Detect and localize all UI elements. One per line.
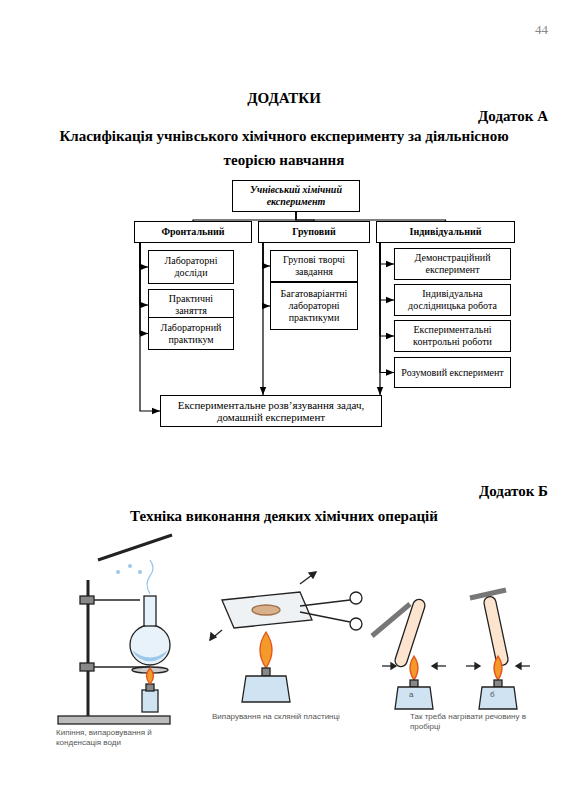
- category-box: Фронтальний: [134, 221, 252, 243]
- evaporation-setup: [210, 572, 362, 702]
- connector: [380, 243, 394, 264]
- item-box: Експериментальні контрольні роботи: [394, 320, 511, 352]
- node-text: Фронтальний: [139, 226, 247, 238]
- node-text: Демонстраційний експеримент: [399, 252, 506, 276]
- heading: ДОДАТКИ: [134, 90, 434, 107]
- node-text: Розумовий експеримент: [399, 367, 506, 379]
- connector: [193, 212, 296, 221]
- figure-caption: Кипіння, випаровування й конденсація вод…: [56, 728, 180, 748]
- item-box: Демонстраційний експеримент: [394, 248, 511, 280]
- page-number: 44: [500, 22, 548, 37]
- root-box: Учнівський хімічний експеримент: [232, 180, 360, 212]
- item-box: Розумовий експеримент: [394, 357, 511, 388]
- connector: [140, 243, 148, 267]
- node-text: Експериментальні контрольні роботи: [399, 324, 506, 348]
- connector: [263, 243, 270, 306]
- heading: Додаток Б: [380, 483, 548, 500]
- connector: [140, 243, 148, 305]
- node-text: Експериментальне розв’язування задач, до…: [165, 399, 377, 423]
- item-box: Експериментальне розв’язування задач, до…: [160, 395, 382, 427]
- connector: [296, 212, 446, 221]
- item-box: Лабораторні досліди: [148, 250, 234, 284]
- node-text: Груповий: [263, 226, 365, 238]
- figure-caption: Випарування на скляній пластинці: [212, 712, 342, 722]
- node-text: Лабораторний практикум: [153, 322, 229, 346]
- node-text: Практичні заняття: [153, 293, 229, 317]
- item-box: Індивідуальна дослідницька робота: [394, 284, 511, 316]
- figure-caption: Так треба нагрівати речовину в пробірці: [410, 712, 550, 732]
- item-box: Лабораторний практикум: [148, 317, 234, 350]
- boiling-setup: [58, 535, 172, 724]
- node-text: Групові творчі завдання: [275, 254, 353, 278]
- category-box: Індивідуальний: [376, 221, 515, 243]
- node-text: Лабораторні досліди: [153, 255, 229, 279]
- node-text: Багатоваріантні лабораторні практикуми: [275, 288, 353, 324]
- connector: [380, 243, 394, 373]
- heading: Техніка виконання деяких хімічних операц…: [60, 508, 508, 525]
- figure-letter: а: [409, 690, 419, 700]
- connector: [140, 243, 148, 334]
- test-tube-heating: [372, 590, 530, 709]
- category-box: Груповий: [258, 221, 370, 243]
- node-text: Індивідуальна дослідницька робота: [399, 288, 506, 312]
- diagram-title: Класифікація учнівського хімічного експе…: [44, 124, 524, 172]
- connector: [262, 243, 263, 395]
- item-box: Багатоваріантні лабораторні практикуми: [270, 282, 358, 330]
- connector: [263, 243, 270, 266]
- figure-letter: б: [490, 690, 500, 700]
- node-text: Учнівський хімічний експеримент: [237, 184, 355, 208]
- heading: Додаток А: [380, 108, 548, 125]
- connector: [380, 243, 394, 300]
- connector: [380, 243, 394, 336]
- connector: [379, 243, 380, 395]
- item-box: Групові творчі завдання: [270, 250, 358, 282]
- node-text: Індивідуальний: [381, 226, 510, 238]
